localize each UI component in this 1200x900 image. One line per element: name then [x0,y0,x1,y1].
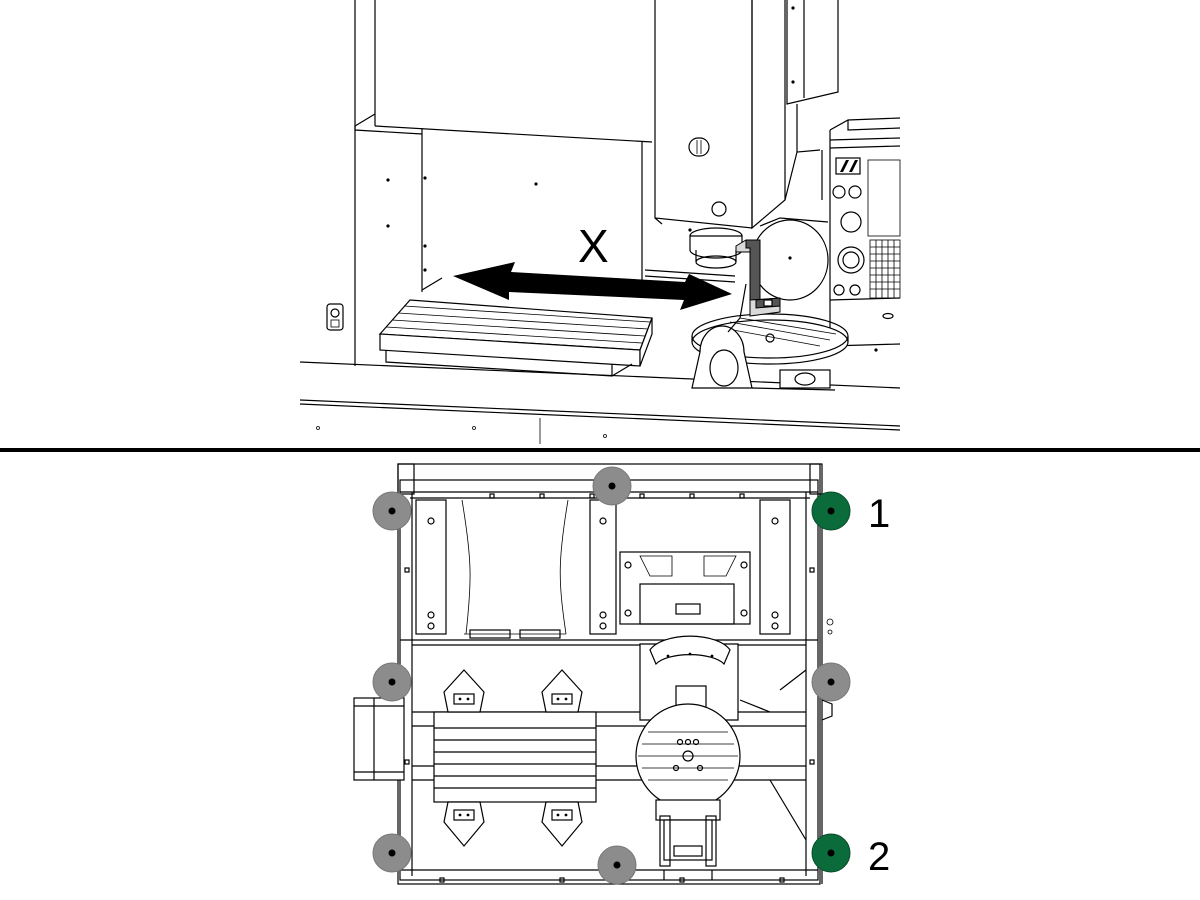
machine-top-view: 1 2 [353,463,890,885]
leveling-point-top-center [592,466,632,506]
spindle-carriage [619,551,751,625]
control-panel [821,117,901,352]
leveling-point-bottom-center [597,845,637,885]
x-axis-label: X [578,220,609,272]
spindle-head [654,0,786,269]
leveling-point-2 [811,833,851,873]
leveling-point-1 [811,491,851,531]
frame-fasteners [404,493,815,883]
machine-front-view: X [299,0,901,444]
leveling-point-top-left [372,491,412,531]
enclosure-left-wall [326,0,653,366]
keypad [869,239,901,299]
leveling-points-inactive [372,466,851,885]
worktable [378,299,653,377]
leveling-point-mid-left [372,662,412,702]
door-lock-icon [326,303,344,331]
rotary-table-top [635,703,741,880]
leveling-point-mid-right [811,662,851,702]
x-axis-motor [353,697,405,781]
x-axis-arrow [453,262,732,310]
callout-2: 2 [868,835,890,879]
upper-compartment [415,499,791,639]
panel-divider [0,448,1200,452]
rotary-table [691,313,849,391]
spindle-head-top [639,635,739,721]
brand-logo-icon [835,157,861,175]
leveling-point-bottom-left [372,833,412,873]
callout-1: 1 [868,492,890,536]
probe-fixture [727,239,781,333]
worktable-top [433,669,597,847]
machine-column [751,0,839,301]
